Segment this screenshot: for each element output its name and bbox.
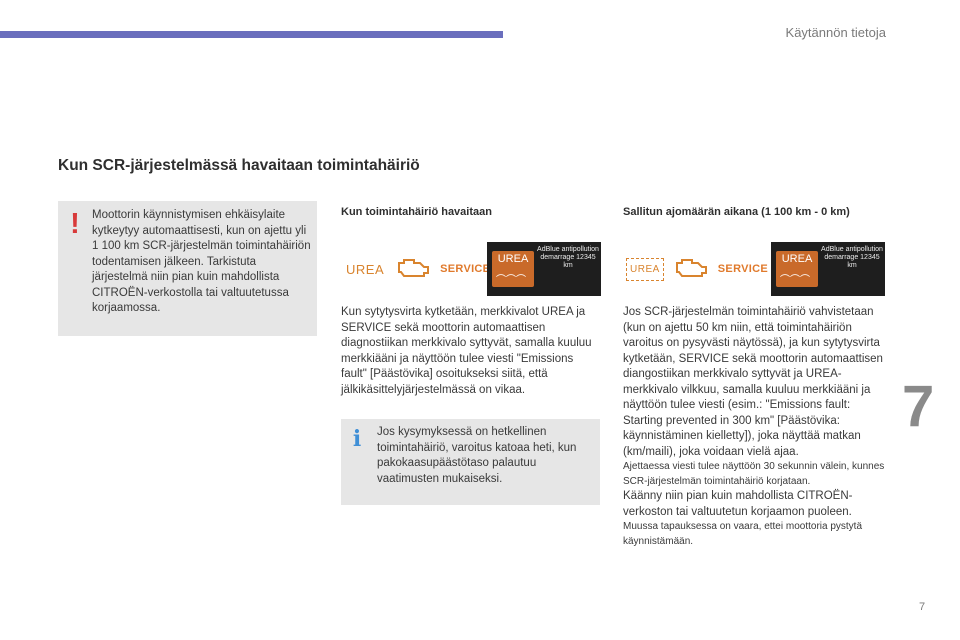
urea-wave-icon: ⌒⌒⌒ [780,275,810,286]
col-mid-display: UREA ⌒⌒⌒ AdBlue antipollution demarrage … [487,242,601,296]
section-title: Kun SCR-järjestelmässä havaitaan toimint… [58,157,420,174]
engine-icon [396,255,432,284]
urea-flashing-indicator: UREA [626,257,664,281]
service-indicator: SERVICE [717,263,768,275]
service-indicator: SERVICE [440,263,491,275]
col-right-body: Jos SCR-järjestelmän toimintahäiriö vahv… [623,305,885,549]
engine-icon [674,255,710,284]
col-right-para-1: Jos SCR-järjestelmän toimintahäiriö vahv… [623,306,883,458]
urea-display-tile: UREA ⌒⌒⌒ [492,251,534,287]
warning-icon: ! [70,208,80,240]
col-mid-heading: Kun toimintahäiriö havaitaan [341,206,492,218]
display-message: AdBlue antipollution demarrage 12345 km [537,246,599,269]
urea-indicator: UREA [346,261,385,277]
warning-text: Moottorin käynnistymisen ehkäisylaite ky… [92,209,311,314]
col-mid-body: Kun sytytysvirta kytketään, merkkivalot … [341,306,592,396]
page-number: 7 [919,601,926,613]
display-message: AdBlue antipollution demarrage 12345 km [821,246,883,269]
urea-display-label: UREA [497,253,529,265]
col-right-para-4: Muussa tapauksessa on vaara, ettei moott… [623,521,863,547]
col-right-para-3: Käänny niin pian kuin mahdollista CITROË… [623,490,853,518]
info-icon: i [352,426,362,452]
col-mid-indicator-row: UREA SERVICE [346,247,490,291]
col-right-display: UREA ⌒⌒⌒ AdBlue antipollution demarrage … [771,242,885,296]
chapter-number: 7 [902,374,935,439]
col-right-indicator-row: UREA SERVICE [626,247,768,291]
urea-display-label: UREA [781,253,813,265]
col-right-para-2: Ajettaessa viesti tulee näyttöön 30 seku… [623,461,885,487]
header-title: Käytännön tietoja [785,25,886,40]
urea-display-tile: UREA ⌒⌒⌒ [776,251,818,287]
warning-box: ! Moottorin käynnistymisen ehkäisylaite … [58,201,317,336]
header-accent-bar [0,31,503,38]
info-text: Jos kysymyksessä on hetkellinen toiminta… [377,426,577,485]
col-right-heading: Sallitun ajomäärän aikana (1 100 km - 0 … [623,206,850,218]
info-box: i Jos kysymyksessä on hetkellinen toimin… [341,419,600,505]
urea-wave-icon: ⌒⌒⌒ [496,275,526,286]
